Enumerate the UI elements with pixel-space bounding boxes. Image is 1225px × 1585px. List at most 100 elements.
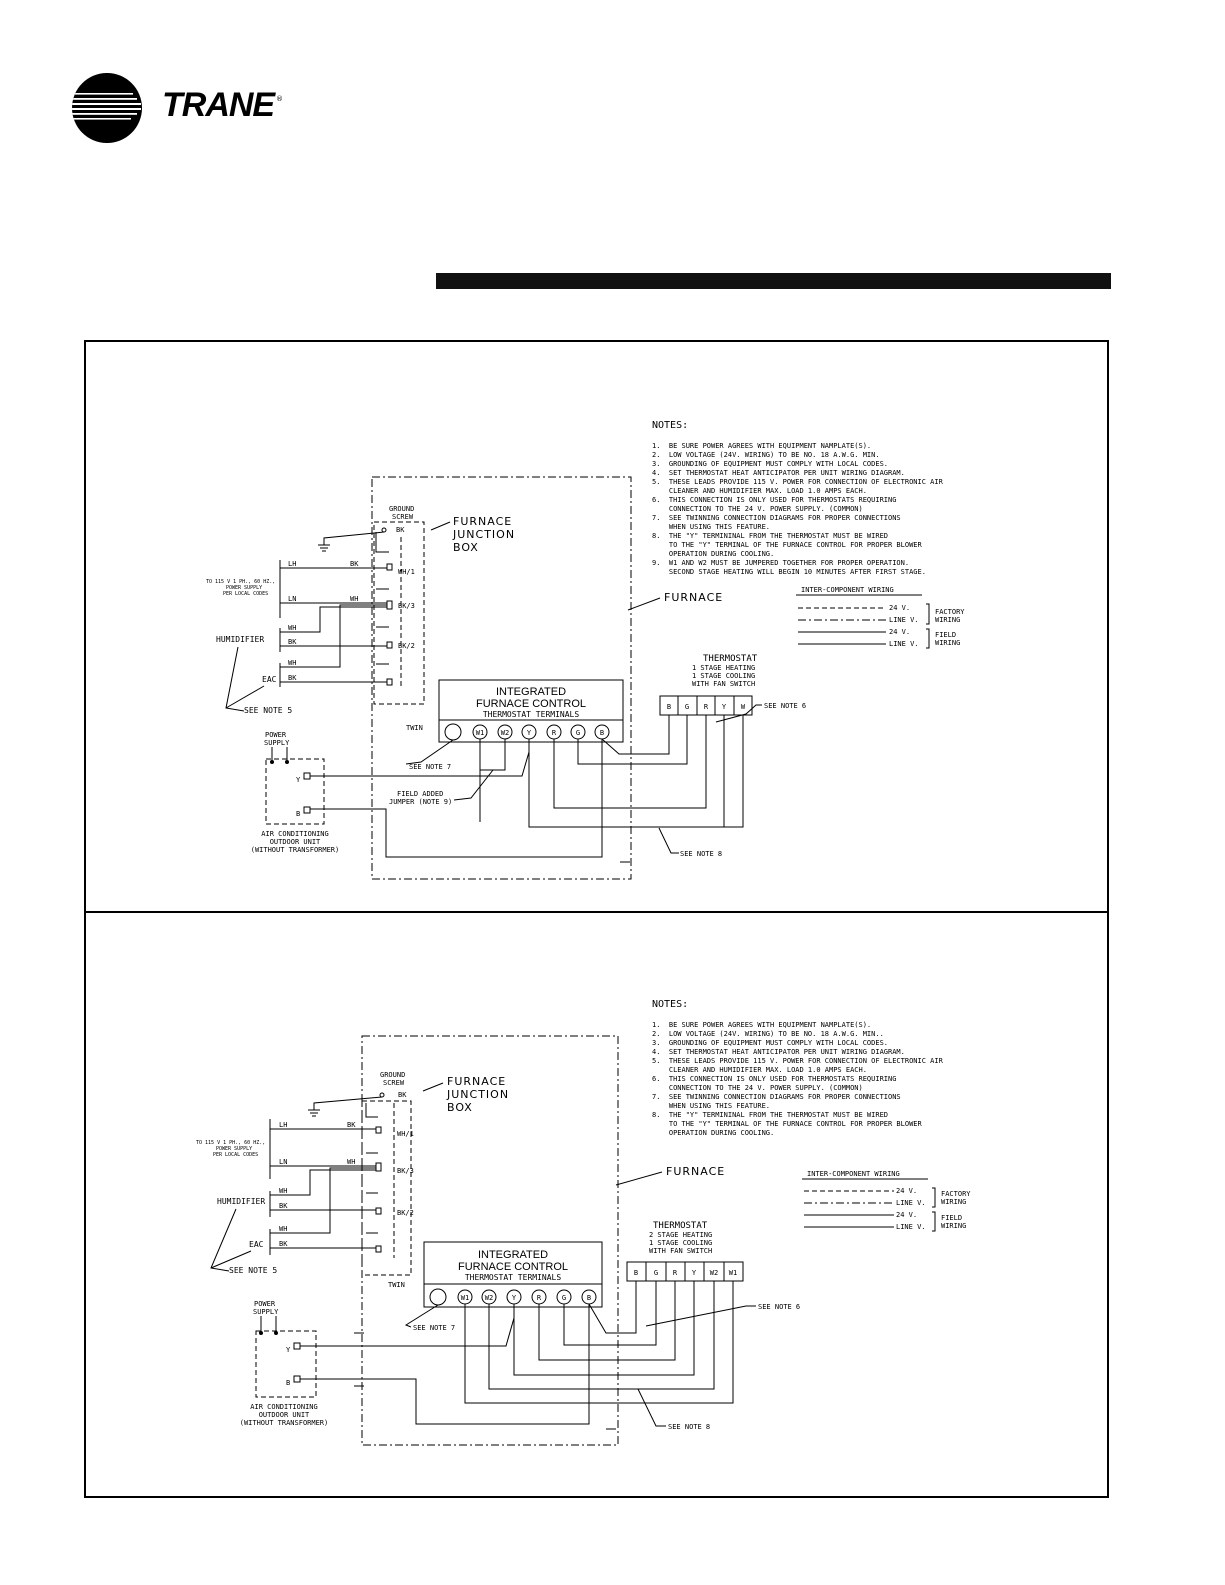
humidifier-label: HUMIDIFIER (217, 1197, 265, 1206)
ifc-terminal-label: G (562, 1294, 566, 1302)
ifc-terminal-strip (438, 720, 624, 743)
wire-label: BK (279, 1240, 288, 1248)
ifc-subtitle: THERMOSTAT TERMINALS (483, 710, 580, 719)
wire-label: BK/3 (398, 602, 415, 610)
power-supply-terminal (285, 760, 289, 764)
ifc-title: FURNACE CONTROL (476, 698, 586, 710)
ifc-subtitle: THERMOSTAT TERMINALS (465, 1273, 562, 1282)
ac-unit-label: AIR CONDITIONING (261, 830, 328, 838)
legend-row-label: LINE V. (896, 1199, 926, 1207)
thermostat-terminal-label: W2 (710, 1269, 718, 1277)
line-voltage-wires (279, 560, 387, 618)
humidifier-wires (279, 606, 387, 652)
note-line: 6. THIS CONNECTION IS ONLY USED FOR THER… (652, 1075, 896, 1083)
outdoor-terminal-label: B (296, 810, 300, 818)
thermostat-field-wiring (464, 1281, 734, 1404)
power-line-label: TO 115 V 1 PH., 60 HZ., (206, 579, 275, 585)
ground-screw (381, 527, 387, 533)
legend-title: INTER-COMPONENT WIRING (801, 586, 894, 594)
note-line: CONNECTION TO THE 24 V. POWER SUPPLY. (C… (652, 505, 863, 513)
note-line: 4. SET THERMOSTAT HEAT ANTICIPATOR PER U… (652, 1048, 905, 1056)
power-line-label: PER LOCAL CODES (213, 1152, 258, 1158)
ifc-terminal-label: B (587, 1294, 591, 1302)
ifc-terminal-label: Y (512, 1294, 517, 1302)
notes-list: 1. BE SURE POWER AGREES WITH EQUIPMENT N… (652, 1021, 944, 1137)
note-line: 3. GROUNDING OF EQUIPMENT MUST COMPLY WI… (652, 460, 888, 468)
see-note-5-leader (210, 1208, 252, 1272)
wiring-diagram-1: NOTES: 1. BE SURE POWER AGREES WITH EQUI… (84, 340, 1109, 913)
jumper-leader (453, 769, 494, 801)
outdoor-terminal-label: B (286, 1379, 290, 1387)
see-note-8-label: SEE NOTE 8 (680, 850, 722, 858)
junction-box-leader (422, 1082, 444, 1092)
junction-box-label: BOX (453, 541, 479, 554)
note-line: 8. THE "Y" TERMININAL FROM THE THERMOSTA… (652, 1111, 888, 1119)
thermostat-terminal-label: R (704, 703, 709, 711)
legend-row-label: 24 V. (889, 604, 910, 612)
see-note-7-leader (404, 1304, 439, 1328)
power-supply-leads (271, 747, 288, 760)
legend-row-label: LINE V. (889, 640, 919, 648)
ifc-terminal-label: B (600, 729, 604, 737)
junction-connectors (365, 1103, 395, 1258)
ac-unit-label: (WITHOUT TRANSFORMER) (240, 1419, 329, 1427)
wire-label: WH/1 (398, 568, 415, 576)
furnace-enclosure (371, 476, 632, 880)
thermostat-terminal-label: W1 (729, 1269, 737, 1277)
trane-logo-icon (72, 73, 142, 143)
ground-screw-label: GROUND (389, 505, 414, 513)
integrated-furnace-control (423, 1241, 603, 1285)
twin-terminal (429, 1288, 447, 1306)
note-line: WHEN USING THIS FEATURE. (652, 1102, 770, 1110)
ifc-terminal-strip (423, 1284, 603, 1308)
power-supply-label: POWER (265, 731, 287, 739)
note-line: OPERATION DURING COOLING. (652, 1129, 774, 1137)
wire-label: BK (398, 1091, 407, 1099)
ifc-title: FURNACE CONTROL (458, 1261, 568, 1273)
furnace-enclosure (361, 1035, 619, 1446)
legend-row-label: LINE V. (889, 616, 919, 624)
line-voltage-wires (269, 1119, 376, 1179)
furnace-label: FURNACE (664, 591, 723, 604)
wiring-legend: INTER-COMPONENT WIRING 24 V. LINE V. 24 … (796, 586, 965, 649)
wiring-diagram-2: NOTES: 1. BE SURE POWER AGREES WITH EQUI… (84, 911, 1109, 1498)
ground-screw-label: GROUND (380, 1071, 405, 1079)
eac-wires (279, 604, 387, 687)
thermostat-terminal-label: G (685, 703, 689, 711)
power-supply-label: SUPPLY (253, 1308, 279, 1316)
ground-screw-label: SCREW (383, 1079, 405, 1087)
ifc-terminal-label: R (537, 1294, 542, 1302)
outdoor-unit-box (255, 1330, 317, 1398)
thermostat-terminal-label: R (673, 1269, 678, 1277)
see-note-8-leader (637, 1388, 666, 1427)
wire-label: LN (288, 595, 296, 603)
note-line: 7. SEE TWINNING CONNECTION DIAGRAMS FOR … (652, 1093, 901, 1101)
wire-label: WH (350, 595, 358, 603)
see-note-6-label: SEE NOTE 6 (764, 702, 806, 710)
thermostat-subtitle: WITH FAN SWITCH (649, 1247, 712, 1255)
power-line-label: POWER SUPPLY (216, 1146, 252, 1152)
note-line: 6. THIS CONNECTION IS ONLY USED FOR THER… (652, 496, 896, 504)
outdoor-unit-box (265, 758, 325, 825)
note-line: 7. SEE TWINNING CONNECTION DIAGRAMS FOR … (652, 514, 901, 522)
legend-row-label: LINE V. (896, 1223, 926, 1231)
see-note-6-leader (715, 704, 762, 723)
humidifier-wires (269, 1169, 376, 1217)
w1-w2-jumper (479, 739, 506, 771)
outdoor-b-terminal (293, 1375, 301, 1383)
diagram-1-canvas: NOTES: 1. BE SURE POWER AGREES WITH EQUI… (206, 420, 965, 880)
wire-label: BK (396, 526, 405, 534)
thermostat-terminal-label: Y (692, 1269, 697, 1277)
outdoor-y-terminal (303, 772, 311, 780)
power-supply-label: POWER (254, 1300, 276, 1308)
field-jumper-label: JUMPER (NOTE 9) (389, 798, 452, 806)
junction-box-label: FURNACE (447, 1075, 506, 1088)
outdoor-terminal-label: Y (296, 776, 301, 784)
power-line-label: TO 115 V 1 PH., 60 HZ., (196, 1140, 265, 1146)
wire-label: WH (347, 1158, 355, 1166)
power-supply-terminal (274, 1331, 278, 1335)
junction-box-label: FURNACE (453, 515, 512, 528)
outdoor-b-terminal (303, 806, 311, 814)
wire-label: LH (288, 560, 296, 568)
thermostat-terminal-label: B (667, 703, 671, 711)
